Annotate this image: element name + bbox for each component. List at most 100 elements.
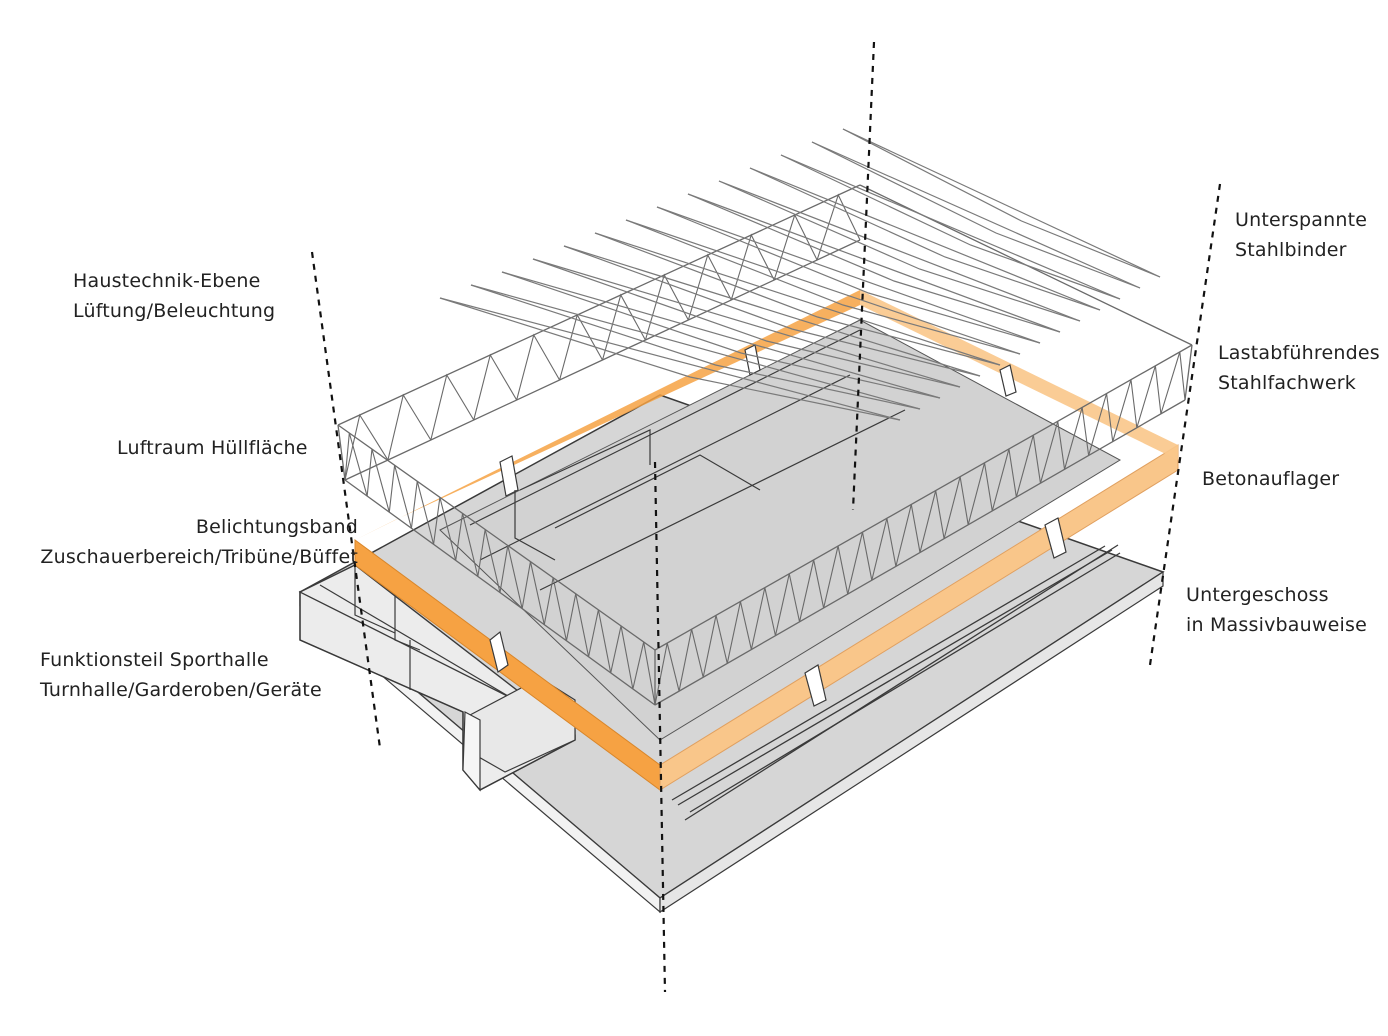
truss-web-member [750, 587, 776, 650]
truss-web-member [1064, 407, 1090, 470]
truss-web-member [726, 601, 752, 664]
truss-web-member [1015, 434, 1041, 498]
truss-web-member [644, 273, 689, 341]
truss-web-member [344, 432, 368, 497]
label-binder-line1: Unterspannte [1235, 209, 1368, 231]
tribune-steps [671, 544, 1121, 821]
roof-binder [656, 206, 1041, 344]
label-fachwerk: Lastabführendes Stahlfachwerk [1218, 338, 1380, 398]
label-haustechnik: Haustechnik-Ebene Lüftung/Beleuchtung [73, 266, 275, 326]
function-wing [299, 564, 576, 792]
truss-web-member [565, 593, 590, 657]
roof-binder [780, 154, 1121, 300]
label-beton: Betonauflager [1202, 464, 1339, 494]
concrete-bearing-ring [354, 290, 1179, 791]
roof-binder [470, 284, 921, 410]
truss-web-member [477, 529, 501, 593]
truss-web-member [430, 373, 475, 441]
label-beton-line1: Betonauflager [1202, 468, 1340, 490]
truss-web-member [687, 253, 732, 321]
truss-web-member [388, 465, 412, 529]
roof-binders [439, 128, 1161, 421]
label-fachwerk-line1: Lastabführendes [1218, 342, 1380, 364]
truss-web-member [473, 353, 518, 421]
roof-binder [532, 258, 961, 388]
truss-web-member [610, 625, 634, 690]
roof-binder [842, 128, 1161, 278]
truss-web-member [895, 504, 921, 567]
roof-binder [501, 271, 941, 399]
truss-web-member [799, 559, 825, 622]
truss-web-member [1088, 393, 1114, 456]
truss-web-member [433, 497, 457, 561]
label-funktion-line2: Turnhalle/Garderoben/Geräte [40, 679, 322, 701]
roof-binder [470, 284, 921, 410]
truss-web-member [601, 293, 646, 361]
truss-web-member [1039, 421, 1066, 484]
truss-web-member [943, 476, 969, 539]
truss-web-member [702, 615, 728, 678]
hall-interior [469, 329, 906, 591]
truss-web-member [967, 462, 993, 525]
roof-binder [749, 167, 1101, 311]
truss-web-member [410, 481, 435, 545]
truss-web-member [387, 393, 432, 461]
label-belichtung-line2: Zuschauerbereich/Tribüne/Büffet [40, 546, 358, 568]
label-belichtung-line1: Belichtungsband [195, 516, 358, 538]
roof-binder [718, 180, 1081, 322]
truss-web-member [847, 532, 873, 595]
truss-web-member [730, 233, 775, 301]
truss-web-member [632, 641, 656, 706]
roof-binder [625, 219, 1021, 355]
roof-binder [501, 271, 941, 399]
roof-binder [532, 258, 961, 388]
label-unter: Untergeschoss in Massivbauweise [1186, 580, 1367, 640]
label-unter-line2: in Massivbauweise [1186, 614, 1367, 636]
label-belichtung: Belichtungsband Zuschauerbereich/Tribüne… [40, 512, 358, 572]
truss-web-member [823, 545, 849, 609]
truss-web-member [678, 629, 704, 692]
roof-binder [625, 219, 1021, 355]
truss-web-member [455, 513, 479, 577]
truss-web-member [816, 193, 861, 261]
truss-web-member [1112, 379, 1138, 442]
label-binder-line2: Stahlbinder [1235, 239, 1347, 261]
label-haustechnik-line1: Haustechnik-Ebene [73, 270, 261, 292]
label-haustechnik-line2: Lüftung/Beleuchtung [73, 300, 276, 322]
truss-web-member [871, 518, 897, 581]
roof-binder [687, 193, 1061, 333]
roof-binder [563, 245, 981, 377]
truss-web-member [344, 413, 389, 481]
roof-binder [687, 193, 1061, 333]
label-binder: Unterspannte Stahlbinder [1235, 205, 1367, 265]
roof-binder [811, 141, 1141, 289]
roof-binder [718, 180, 1081, 322]
truss-web-member [588, 609, 612, 673]
truss-web-member [991, 448, 1017, 512]
roof-binder [439, 297, 901, 421]
truss-web-member [1160, 351, 1186, 415]
truss-web-members [344, 193, 1186, 706]
label-luftraum-line1: Luftraum Hüllfläche [117, 437, 308, 459]
label-funktion-line1: Funktionsteil Sporthalle [40, 649, 269, 671]
roof-binder [842, 128, 1161, 278]
truss-web-member [1136, 365, 1162, 428]
truss-web-member [919, 490, 945, 553]
truss-web-member [774, 573, 801, 636]
truss-web-member [559, 313, 603, 381]
roof-binder [594, 232, 1001, 366]
truss-web-member [543, 577, 567, 641]
truss-web-member [654, 642, 680, 706]
label-unter-line1: Untergeschoss [1186, 584, 1329, 606]
roof-binder [594, 232, 1001, 366]
dashed-axis-lines [310, 41, 1222, 993]
label-luftraum: Luftraum Hüllfläche [117, 433, 308, 463]
truss-web-member [499, 545, 523, 609]
roof-binder [749, 167, 1101, 311]
roof-binder [811, 141, 1141, 289]
roof-binder [780, 154, 1121, 300]
truss-web-member [516, 333, 561, 401]
label-funktion: Funktionsteil Sporthalle Turnhalle/Garde… [40, 645, 322, 705]
label-fachwerk-line2: Stahlfachwerk [1218, 372, 1356, 394]
